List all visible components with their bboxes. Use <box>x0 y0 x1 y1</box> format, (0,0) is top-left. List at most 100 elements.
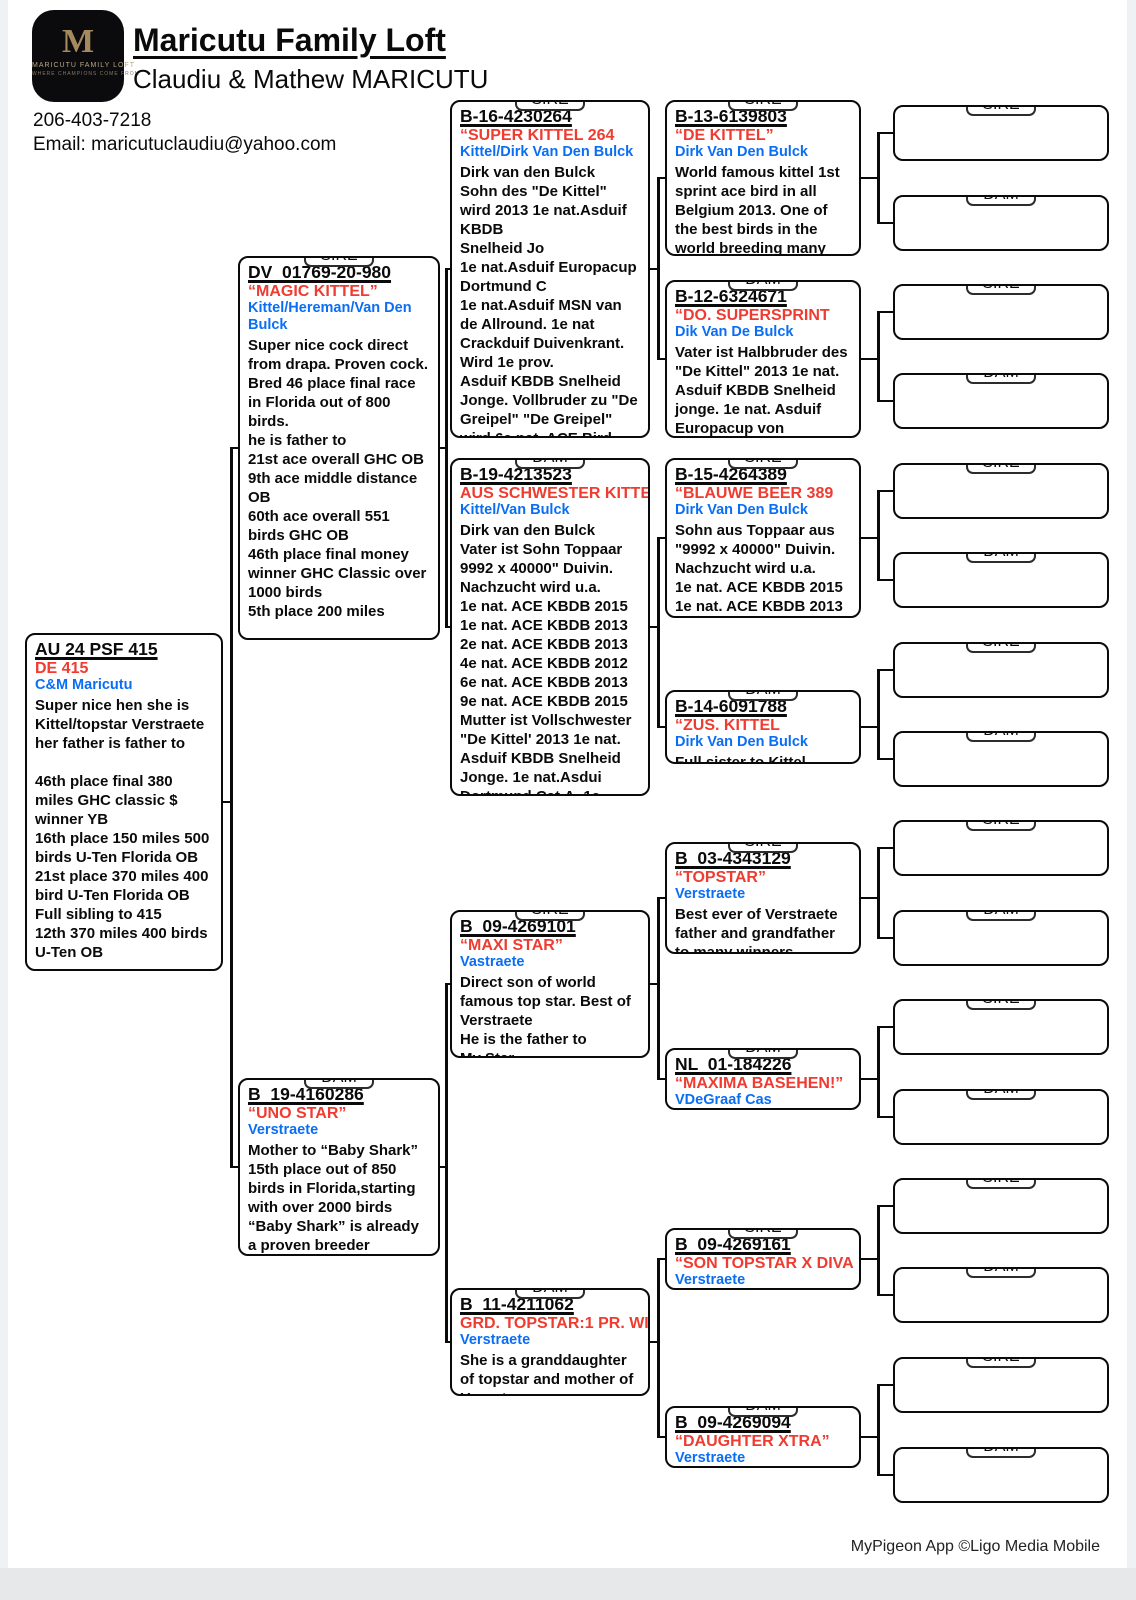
phone-number: 206-403-7218 <box>33 110 152 131</box>
bird-name: “DO. SUPERSPRINT <box>675 307 830 324</box>
ring-number: B 09-4269101 <box>460 916 576 936</box>
bird-name: “DE KITTEL” <box>675 127 774 144</box>
ring-number: B 19-4160286 <box>248 1084 364 1104</box>
bird-strain: Verstraete <box>675 1450 746 1466</box>
sire-tab: SIRE <box>515 912 585 921</box>
dam-tab: DAM <box>966 1449 1036 1458</box>
sire-tab: SIRE <box>966 1359 1036 1368</box>
dam-tab: DAM <box>966 733 1036 742</box>
sire-tab: SIRE <box>728 1230 798 1239</box>
bird-box-ss-dam: DAM B-12-6324671 “DO. SUPERSPRINT Dik Va… <box>665 280 861 438</box>
sire-tab: SIRE <box>966 822 1036 831</box>
bird-box-sire-dam: DAM B-19-4213523 AUS SCHWESTER KITTEL Ki… <box>450 458 650 796</box>
sire-tab: SIRE <box>966 1001 1036 1010</box>
dam-tab: DAM <box>304 1080 374 1089</box>
bird-strain: Kittel/Van Bulck <box>460 502 570 518</box>
gen5-sire-box-1: SIRE <box>893 105 1109 161</box>
bird-name: “ZUS. KITTEL <box>675 717 780 734</box>
email-address: Email: maricutuclaudiu@yahoo.com <box>33 134 337 155</box>
bird-strain: Dirk Van Den Bulck <box>675 144 808 160</box>
sire-tab: SIRE <box>966 1180 1036 1189</box>
ring-number: B-19-4213523 <box>460 464 572 484</box>
dam-tab: DAM <box>728 1408 798 1417</box>
dam-tab: DAM <box>515 1290 585 1299</box>
dam-tab: DAM <box>966 1269 1036 1278</box>
bird-box-root: AU 24 PSF 415 DE 415 C&M Maricutu Super … <box>25 633 223 971</box>
dam-tab: DAM <box>966 1091 1036 1100</box>
bird-description: She is a granddaughter of topstar and mo… <box>460 1352 634 1394</box>
sire-tab: SIRE <box>728 102 798 111</box>
bird-strain: Verstraete <box>675 886 746 902</box>
ring-number: B-13-6139803 <box>675 106 787 126</box>
gen5-dam-box-8: DAM <box>893 1447 1109 1503</box>
gen5-sire-box-2: SIRE <box>893 284 1109 340</box>
logo-loft-name: MARICUTU FAMILY LOFT <box>32 62 135 69</box>
ring-number: B-14-6091788 <box>675 696 787 716</box>
sire-tab: SIRE <box>966 644 1036 653</box>
ring-number: DV 01769-20-980 <box>248 262 392 282</box>
bird-description: Direct son of world famous top star. Bes… <box>460 974 631 1056</box>
bird-box-ds-sire: SIRE B 03-4343129 “TOPSTAR” Verstraete B… <box>665 842 861 954</box>
bird-box-dam-sire: SIRE B 09-4269101 “MAXI STAR” Vastraete … <box>450 910 650 1058</box>
dam-tab: DAM <box>966 554 1036 563</box>
bird-name: DE 415 <box>35 660 89 677</box>
dam-tab: DAM <box>728 1050 798 1059</box>
page-edge-left <box>0 0 8 1568</box>
bird-description: Dirk van den Bulck Vater ist Sohn Toppaa… <box>460 522 632 794</box>
bird-strain: Dik Van De Bulck <box>675 324 794 340</box>
sire-tab: SIRE <box>728 844 798 853</box>
ring-number: B 09-4269094 <box>675 1412 791 1432</box>
sire-tab: SIRE <box>728 460 798 469</box>
bird-description: World famous kittel 1st sprint ace bird … <box>675 164 840 256</box>
gen5-sire-box-8: SIRE <box>893 1357 1109 1413</box>
bird-description: Mother to “Baby Shark” 15th place out of… <box>248 1142 419 1254</box>
ring-number: B-16-4230264 <box>460 106 572 126</box>
gen5-dam-box-6: DAM <box>893 1089 1109 1145</box>
dam-tab: DAM <box>966 197 1036 206</box>
bird-strain: Verstraete <box>460 1332 531 1348</box>
bird-description: Vater ist Halbbruder des "De Kittel" 201… <box>675 344 848 437</box>
ring-number: B 11-4211062 <box>460 1294 574 1314</box>
bird-strain: C&M Maricutu <box>35 677 133 693</box>
bird-name: “DAUGHTER XTRA” <box>675 1433 830 1450</box>
gen5-dam-box-7: DAM <box>893 1267 1109 1323</box>
bird-box-dd-sire: SIRE B 09-4269161 “SON TOPSTAR X DIVA Ve… <box>665 1228 861 1290</box>
ring-number: B 03-4343129 <box>675 848 791 868</box>
bird-description: Dirk van den Bulck Sohn des "De Kittel" … <box>460 164 638 436</box>
bird-strain: Verstraete <box>248 1122 319 1138</box>
gen5-sire-box-7: SIRE <box>893 1178 1109 1234</box>
owner-names: Claudiu & Mathew MARICUTU <box>133 64 489 94</box>
gen5-sire-box-3: SIRE <box>893 463 1109 519</box>
bird-box-sd-dam: DAM B-14-6091788 “ZUS. KITTEL Dirk Van D… <box>665 690 861 764</box>
bird-box-ss-sire: SIRE B-13-6139803 “DE KITTEL” Dirk Van D… <box>665 100 861 256</box>
logo-monogram: M <box>61 23 95 60</box>
ring-number: NL 01-184226 <box>675 1054 792 1074</box>
bird-name: “MAXIMA BASEHEN!” <box>675 1075 844 1092</box>
dam-tab: DAM <box>515 460 585 469</box>
page-edge-bottom <box>0 1568 1136 1600</box>
sire-tab: SIRE <box>966 465 1036 474</box>
bird-description: Super nice hen she is Kittel/topstar Ver… <box>35 697 210 961</box>
bird-strain: Dirk Van Den Bulck <box>675 734 808 750</box>
bird-description: Full sister to Kittel <box>675 754 806 764</box>
bird-name: AUS SCHWESTER KITTEL <box>460 485 650 502</box>
bird-box-ds-dam: DAM NL 01-184226 “MAXIMA BASEHEN!” VDeGr… <box>665 1048 861 1110</box>
gen5-sire-box-4: SIRE <box>893 642 1109 698</box>
sire-tab: SIRE <box>515 102 585 111</box>
bird-box-sd-sire: SIRE B-15-4264389 “BLAUWE BEER 389 Dirk … <box>665 458 861 618</box>
ring-number: AU 24 PSF 415 <box>35 639 158 659</box>
gen5-dam-box-5: DAM <box>893 910 1109 966</box>
bird-name: “UNO STAR” <box>248 1105 347 1122</box>
app-credit: MyPigeon App ©Ligo Media Mobile <box>850 1538 1100 1555</box>
page-title: Maricutu Family Loft <box>133 22 446 58</box>
bird-strain: Verstraete <box>675 1272 746 1288</box>
bird-name: “SON TOPSTAR X DIVA <box>675 1255 854 1272</box>
bird-description: Super nice cock direct from drapa. Prove… <box>248 337 429 620</box>
bird-name: “SUPER KITTEL 264 <box>460 127 615 144</box>
bird-box-sire: SIRE DV 01769-20-980 “MAGIC KITTEL” Kitt… <box>238 256 440 640</box>
bird-name: “BLAUWE BEER 389 <box>675 485 834 502</box>
bird-strain: Kittel/Hereman/Van Den Bulck <box>248 300 412 333</box>
gen5-sire-box-6: SIRE <box>893 999 1109 1055</box>
dam-tab: DAM <box>728 282 798 291</box>
loft-logo: M MARICUTU FAMILY LOFT WHERE CHAMPIONS C… <box>32 10 139 102</box>
